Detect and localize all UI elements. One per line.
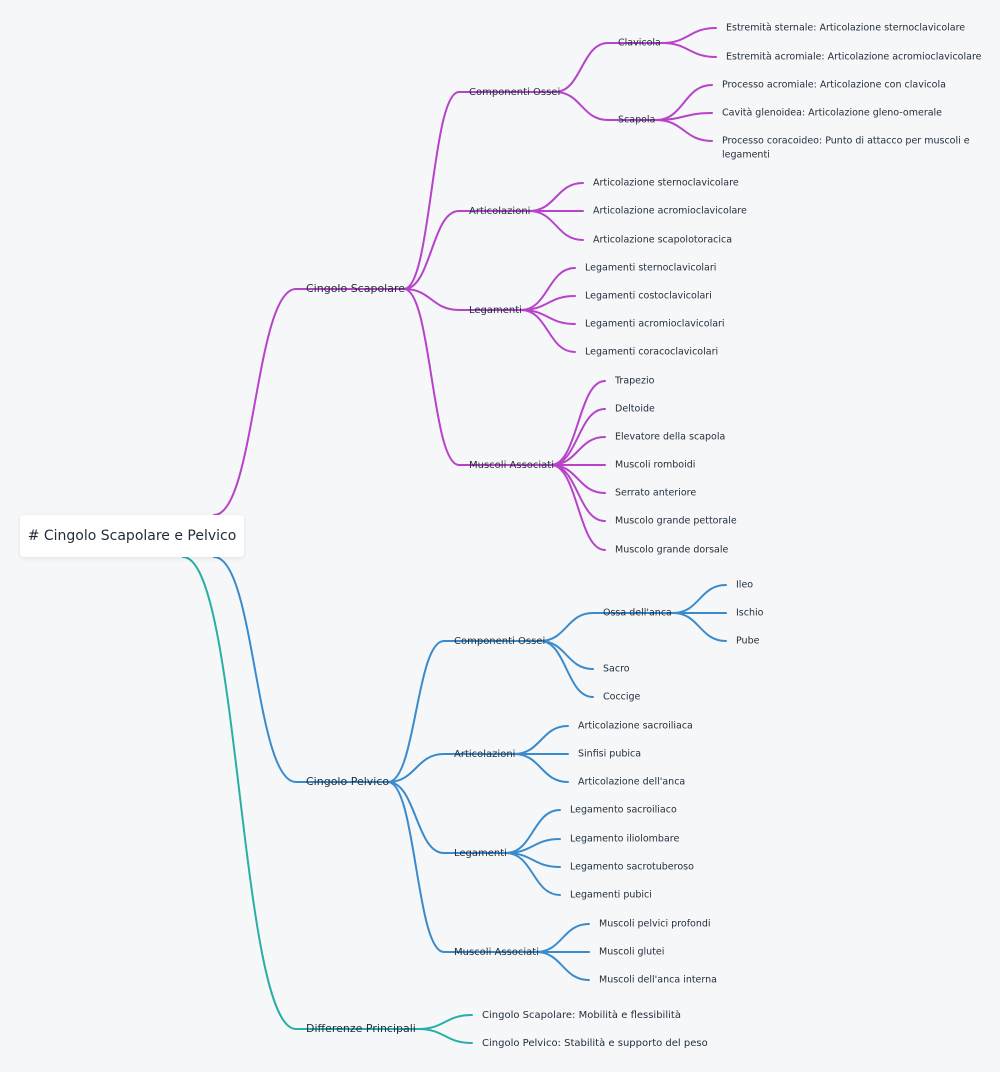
node-label[interactable]: Muscoli glutei [599,947,664,958]
node-label[interactable]: Componenti Ossei [469,87,560,98]
mindmap-links [182,27,727,1044]
node-label[interactable]: Scapola [618,115,655,126]
link-mindmap-branches-1-children-0-children-0 [539,612,594,642]
link-mindmap-branches-0-children-0-children-0-children-1 [661,42,717,58]
node-label[interactable]: Articolazione scapolotoracica [593,235,732,246]
link-mindmap-branches-0-children-0-children-1 [554,91,609,121]
node-label[interactable]: Muscolo grande dorsale [615,545,729,556]
link-mindmap-branches-0-children-2-children-3 [520,309,576,353]
node-label[interactable]: Trapezio [614,376,655,387]
link-mindmap-branches-1-children-0-children-0-children-0 [672,584,727,614]
link-mindmap-branches-0-children-2 [403,288,460,311]
node-label-continuation[interactable]: legamenti [722,150,770,161]
branch-label-pelvico[interactable]: Cingolo Pelvico [306,775,389,788]
link-mindmap-branches-1-children-3 [387,781,445,953]
node-label[interactable]: Processo acromiale: Articolazione con cl… [722,80,946,91]
link-mindmap-branches-1-children-0-children-1 [539,640,594,670]
node-label[interactable]: Serrato anteriore [615,488,696,499]
node-label[interactable]: Muscoli romboidi [615,460,695,471]
link-mindmap-branches-1-children-3-children-2 [535,951,590,981]
link-root-to-differenze [182,556,297,1030]
link-root-to-scapolare [213,288,297,516]
node-label[interactable]: Componenti Ossei [454,636,545,647]
node-label[interactable]: Legamento sacrotuberoso [570,862,694,873]
link-mindmap-branches-1-children-1-children-0 [513,725,569,755]
branch-label-scapolare[interactable]: Cingolo Scapolare [306,282,405,295]
node-label[interactable]: Clavicola [618,38,661,49]
link-mindmap-branches-1-children-0-children-2 [539,640,594,698]
link-mindmap-branches-0-children-0-children-1-children-2 [655,119,713,142]
node-label[interactable]: Ischio [736,608,764,619]
link-mindmap-branches-0-children-0-children-1-children-0 [655,84,713,121]
node-label[interactable]: Cingolo Pelvico: Stabilità e supporto de… [482,1037,708,1049]
link-mindmap-branches-0-children-0-children-1-children-1 [655,112,713,121]
node-label[interactable]: Articolazioni [469,206,530,217]
node-label[interactable]: Cavità glenoidea: Articolazione gleno-om… [722,108,942,119]
link-mindmap-branches-1-children-0 [387,640,445,783]
link-mindmap-branches-0-children-3 [403,288,460,466]
link-mindmap-branches-1-children-2 [387,781,445,854]
link-mindmap-branches-0-children-0-children-0 [554,42,609,93]
node-label[interactable]: Cingolo Scapolare: Mobilità e flessibili… [482,1009,681,1021]
link-mindmap-branches-0-children-1-children-0 [528,182,584,212]
node-label[interactable]: Deltoide [615,404,655,415]
node-label[interactable]: Ileo [736,580,753,591]
link-mindmap-branches-1-children-2-children-3 [505,852,561,896]
link-mindmap-branches-0-children-1 [403,210,460,290]
link-mindmap-branches-1-children-3-children-0 [535,923,590,953]
node-label[interactable]: Processo coracoideo: Punto di attacco pe… [722,136,970,147]
node-label[interactable]: Sinfisi pubica [578,749,641,760]
node-label[interactable]: Articolazione sternoclavicolare [593,178,739,189]
node-label[interactable]: Legamento iliolombare [570,834,679,845]
link-mindmap-branches-2-children-0 [417,1014,473,1030]
node-label[interactable]: Muscoli Associati [469,460,554,471]
node-label[interactable]: Estremità acromiale: Articolazione acrom… [726,52,982,63]
node-label[interactable]: Articolazioni [454,749,515,760]
link-root-to-pelvico [213,556,297,783]
link-mindmap-branches-0-children-3-children-0 [550,380,606,466]
node-label[interactable]: Legamenti acromioclavicolari [585,319,725,330]
node-label[interactable]: Ossa dell'anca [603,608,672,619]
node-label[interactable]: Legamenti [469,305,522,316]
node-label[interactable]: Estremità sternale: Articolazione sterno… [726,23,965,34]
node-label[interactable]: Legamento sacroiliaco [570,805,677,816]
node-label[interactable]: Elevatore della scapola [615,432,725,443]
node-label[interactable]: Articolazione dell'anca [578,777,685,788]
root-node[interactable]: # Cingolo Scapolare e Pelvico [20,515,244,557]
node-label[interactable]: Muscoli dell'anca interna [599,975,717,986]
node-label[interactable]: Muscoli Associati [454,947,539,958]
link-mindmap-branches-1-children-1 [387,753,445,783]
node-label[interactable]: Legamenti [454,848,507,859]
branch-label-differenze[interactable]: Differenze Principali [306,1022,416,1035]
node-label[interactable]: Articolazione sacroiliaca [578,721,693,732]
node-label[interactable]: Coccige [603,692,641,703]
node-label[interactable]: Legamenti pubici [570,890,652,901]
node-label[interactable]: Legamenti sternoclavicolari [585,263,716,274]
node-label[interactable]: Pube [736,636,760,647]
node-label[interactable]: Articolazione acromioclavicolare [593,206,747,217]
node-label[interactable]: Sacro [603,664,630,675]
link-mindmap-branches-1-children-1-children-2 [513,753,569,783]
link-mindmap-branches-0-children-3-children-6 [550,464,606,551]
link-mindmap-branches-0-children-1-children-2 [528,210,584,241]
node-label[interactable]: Legamenti coracoclavicolari [585,347,718,358]
link-mindmap-branches-1-children-0-children-0-children-2 [672,612,727,642]
root-node-label: # Cingolo Scapolare e Pelvico [27,528,237,544]
node-label[interactable]: Legamenti costoclavicolari [585,291,712,302]
node-label[interactable]: Muscolo grande pettorale [615,516,737,527]
link-mindmap-branches-0-children-0-children-0-children-0 [661,27,717,44]
link-mindmap-branches-2-children-1 [417,1028,473,1044]
node-label[interactable]: Muscoli pelvici profondi [599,919,711,930]
link-mindmap-branches-0-children-0 [403,91,460,290]
